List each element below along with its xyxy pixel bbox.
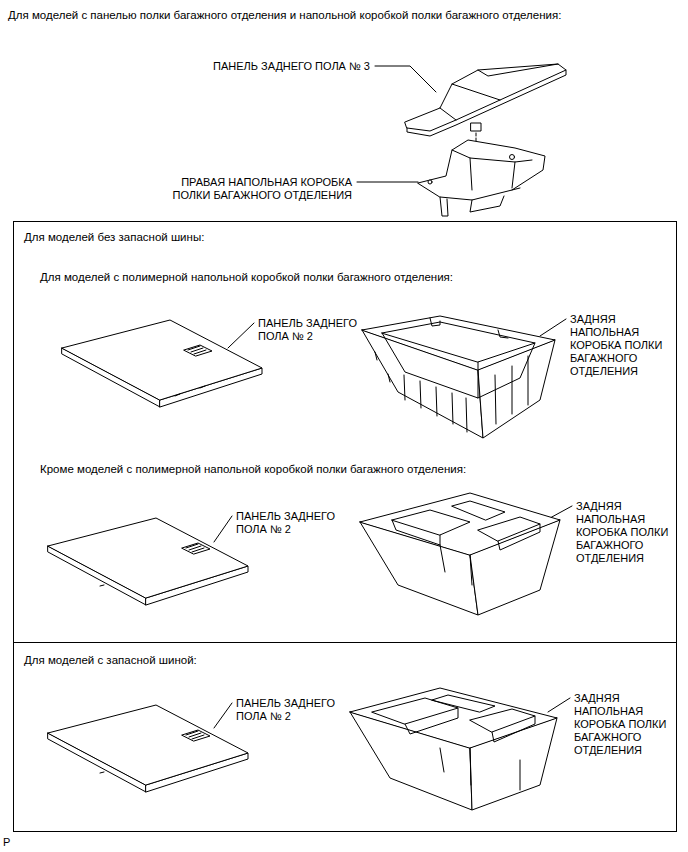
floor-panel-drawing: [440, 64, 558, 120]
floor-box-drawing: [392, 520, 540, 550]
floor-box-drawing: [418, 140, 545, 200]
section-note: Для моделей с панелью полки багажного от…: [8, 9, 678, 22]
section-note: Для моделей с полимерной напольной короб…: [40, 271, 600, 284]
leader-line: [357, 182, 418, 183]
leader-line: [214, 516, 232, 542]
floor-box-drawing: [440, 188, 520, 216]
floor-panel-drawing: [48, 518, 248, 598]
floor-box-drawing: [350, 688, 557, 748]
floor-box-drawing: [350, 688, 557, 810]
floor-box-drawing: [440, 545, 472, 585]
part-name: ЗАДНЯЯ НАПОЛЬНАЯ КОРОБКА ПОЛКИ БАГАЖНОГО…: [574, 692, 672, 757]
floor-box-drawing: [432, 695, 495, 712]
part-name: ЗАДНЯЯ НАПОЛЬНАЯ КОРОБКА ПОЛКИ БАГАЖНОГО…: [570, 313, 670, 378]
part-name: ПАНЕЛЬ ЗАДНЕГО ПОЛА № 2: [236, 697, 346, 723]
figure-code: P: [3, 836, 23, 849]
floor-panel-drawing: [184, 345, 212, 356]
floor-panel-drawing: [62, 320, 262, 400]
floor-box-drawing: [382, 322, 535, 362]
floor-box-drawing: [478, 517, 540, 541]
floor-panel-drawing: [182, 730, 210, 741]
floor-box-drawing: [392, 510, 470, 535]
part-name: ПАНЕЛЬ ЗАДНЕГО ПОЛА № 2: [236, 510, 346, 536]
floor-box-drawing: [428, 180, 432, 184]
floor-box-drawing: [498, 330, 508, 338]
floor-panel-drawing: [182, 543, 210, 554]
floor-box-drawing: [440, 748, 520, 790]
leader-line: [214, 66, 572, 728]
leader-line: [548, 698, 570, 712]
leader-line: [228, 323, 254, 348]
frame-heading: Для моделей с запасной шиной:: [24, 653, 197, 667]
floor-box-drawing: [405, 708, 535, 742]
floor-panel-drawing: [186, 731, 204, 739]
floor-panel-drawing: [186, 544, 204, 552]
floor-panel-drawing: [407, 70, 566, 136]
floor-box-drawing: [452, 150, 532, 190]
leader-line: [214, 703, 232, 728]
floor-box-drawing: [372, 698, 458, 724]
part-name: ПАНЕЛЬ ЗАДНЕГО ПОЛА № 2: [258, 317, 368, 343]
floor-box-drawing: [418, 140, 545, 216]
floor-panel-drawing: [48, 705, 248, 785]
floor-panel-drawing: [405, 64, 566, 150]
leader-line: [375, 66, 436, 92]
leader-line: [540, 319, 566, 336]
floor-panel-drawing: [188, 346, 206, 354]
floor-box-drawing: [452, 501, 505, 520]
floor-panel-drawing: [48, 705, 248, 792]
floor-box-drawing: [360, 493, 560, 615]
leader-line: [550, 506, 572, 518]
floor-panel-drawing: [62, 320, 262, 407]
floor-box-drawing: [510, 155, 515, 160]
floor-panel-drawing: [100, 585, 104, 586]
floor-box-drawing: [430, 318, 440, 326]
floor-box-drawing: [362, 316, 555, 438]
frame-heading: Для моделей без запасной шины:: [24, 230, 204, 244]
floor-panel-drawing: [175, 386, 205, 396]
floor-panel-drawing: [405, 64, 566, 131]
part-name: ПРАВАЯ НАПОЛЬНАЯ КОРОБКА ПОЛКИ БАГАЖНОГО…: [167, 176, 352, 202]
part-name: ПАНЕЛЬ ЗАДНЕГО ПОЛА № 3: [170, 60, 370, 73]
floor-panel-drawing: [48, 518, 248, 605]
floor-box-drawing: [362, 316, 555, 370]
part-name: ЗАДНЯЯ НАПОЛЬНАЯ КОРОБКА ПОЛКИ БАГАЖНОГО…: [576, 500, 672, 565]
floor-panel-drawing: [100, 772, 104, 773]
section-note: Кроме моделей с полимерной напольной кор…: [40, 463, 600, 476]
floor-box-drawing: [360, 493, 560, 555]
floor-box-drawing: [375, 352, 467, 432]
option-frame: Для моделей без запасной шины:: [13, 221, 677, 643]
floor-panel-drawing: [471, 123, 481, 131]
floor-box-drawing: [495, 356, 528, 424]
